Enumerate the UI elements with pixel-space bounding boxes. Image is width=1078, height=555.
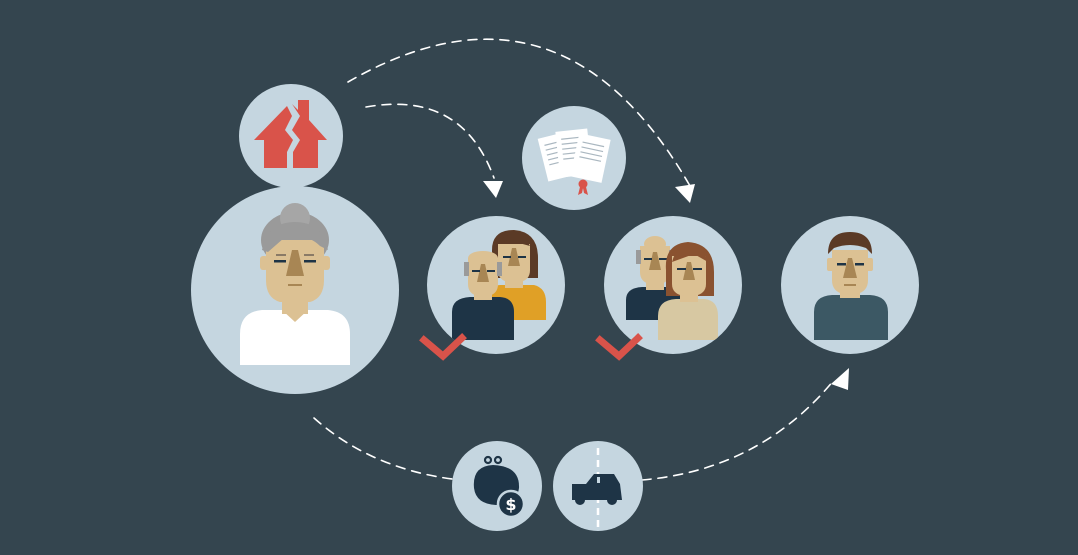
- couple-left-node: [427, 216, 565, 354]
- check-icon: [419, 333, 467, 361]
- documents-node: [522, 106, 626, 210]
- broken-house-icon: [254, 100, 327, 168]
- money-purse-dollar-icon: $: [473, 455, 526, 519]
- car-icon: [572, 448, 622, 528]
- couple-right-node: [604, 216, 742, 354]
- flow-arrow-woman-to-couple-right: [347, 38, 691, 187]
- arrowhead-couple-right: [675, 184, 695, 203]
- arrowhead-couple-left: [483, 181, 503, 198]
- check-icon: [595, 333, 643, 361]
- arrowhead-young-man: [831, 368, 849, 390]
- young-man-icon: [814, 232, 888, 340]
- elderly-woman-node: [191, 186, 399, 394]
- flow-arrow-car-to-man: [641, 379, 835, 481]
- car-node: [553, 441, 643, 531]
- certificate-documents-icon: [537, 128, 611, 195]
- dollar-sign: $: [505, 495, 516, 514]
- broken-house-node: [239, 84, 343, 188]
- flow-arrow-house-to-couple-left: [365, 103, 495, 179]
- elderly-woman-icon: [240, 203, 350, 365]
- flow-arrow-woman-to-purse: [313, 417, 453, 480]
- couple-icon: [626, 236, 718, 340]
- money-purse-node: $: [452, 441, 542, 531]
- flow-arrows: [313, 38, 835, 481]
- flow-arrowheads: [483, 181, 849, 390]
- couple-icon: [452, 230, 546, 340]
- young-man-node: [781, 216, 919, 354]
